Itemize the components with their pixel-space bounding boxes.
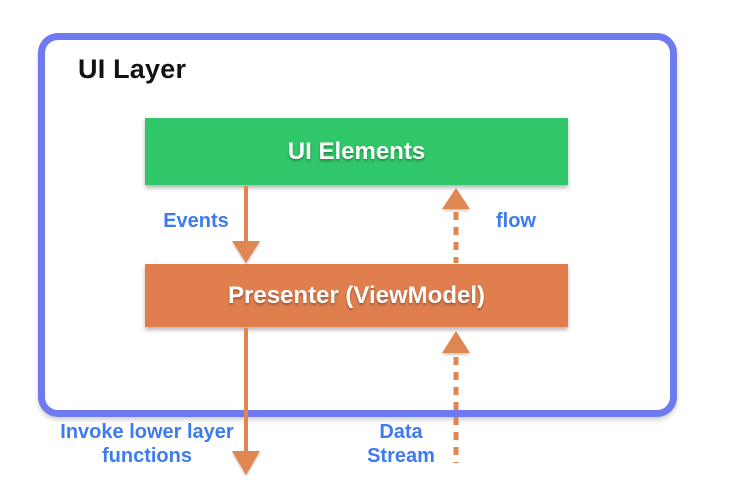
flow-label: flow bbox=[496, 210, 536, 232]
ui-elements-box: UI Elements bbox=[145, 118, 568, 185]
presenter-viewmodel-label: Presenter (ViewModel) bbox=[228, 281, 485, 309]
presenter-viewmodel-box: Presenter (ViewModel) bbox=[145, 264, 568, 327]
ui-layer-title: UI Layer bbox=[78, 54, 187, 84]
ui-elements-label: UI Elements bbox=[287, 137, 426, 165]
events-label: Events bbox=[163, 210, 229, 232]
data-stream-label: Data Stream bbox=[367, 421, 435, 467]
ui-layer-frame: UI Layer bbox=[38, 33, 677, 417]
invoke-lower-layer-label: Invoke lower layer functions bbox=[60, 421, 234, 467]
